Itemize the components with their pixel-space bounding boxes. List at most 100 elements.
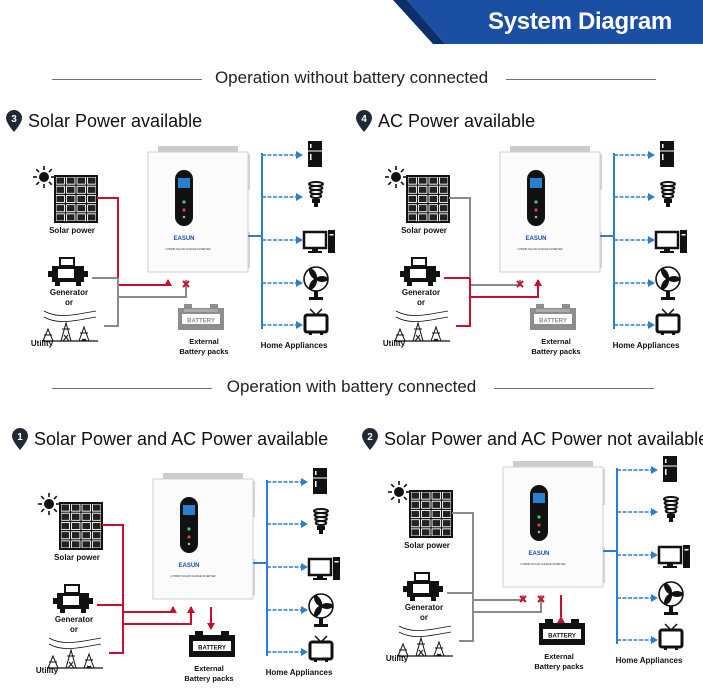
arrow-head: [296, 151, 303, 159]
or-label: or: [65, 298, 73, 307]
or-label: or: [420, 613, 428, 622]
arrow-head: [648, 321, 655, 329]
light-bulb-icon: [663, 496, 679, 522]
scenario-title-1: 1 Solar Power and AC Power available: [12, 426, 328, 452]
banner-shape: [393, 0, 703, 44]
arrow-head: [301, 478, 308, 486]
light-bulb-icon: [308, 181, 324, 207]
ac-flow-line: [109, 607, 192, 654]
battery-caption-1: External: [544, 652, 574, 661]
ac-flow-line: [459, 595, 542, 642]
diagram-canvas: Solar powerGeneratororUtilityEASUNHYBRID…: [383, 141, 687, 356]
battery-label: BATTERY: [187, 319, 215, 325]
scenario-label: Solar Power available: [28, 110, 203, 131]
diagram-canvas: Solar powerGeneratororUtilityEASUNHYBRID…: [386, 456, 690, 671]
home-appliances-label: Home Appliances: [613, 341, 680, 350]
battery-caption-1: External: [189, 337, 219, 346]
arrow-head: [296, 321, 303, 329]
arrow-head: [301, 648, 308, 656]
utility-grid-icon: [394, 310, 450, 342]
inverter-brand: EASUN: [528, 551, 549, 557]
arrow-head: [534, 279, 542, 286]
battery-label: BATTERY: [198, 646, 226, 652]
section-heading-text: Operation with battery connected: [226, 377, 477, 396]
arrow-head: [169, 606, 177, 613]
refrigerator-icon: [313, 468, 327, 494]
battery-label: BATTERY: [539, 319, 567, 325]
solar-panel-icon: [54, 175, 98, 223]
generator-icon: [400, 257, 440, 286]
sun-icon: [38, 493, 60, 515]
utility-grid-icon: [42, 310, 98, 342]
battery-icon: BATTERY: [539, 619, 585, 645]
refrigerator-icon: [663, 456, 677, 482]
battery-icon: BATTERY: [530, 304, 576, 330]
generator-label: Generator: [405, 603, 443, 612]
scenario-label: Solar Power and AC Power not available: [384, 428, 703, 449]
section-heading-no-battery: Operation without battery connected: [0, 67, 703, 91]
light-bulb-icon: [313, 508, 329, 534]
television-icon: [303, 308, 329, 335]
fan-icon: [655, 266, 681, 300]
solar-panel-icon: [406, 175, 450, 223]
battery-caption-1: External: [541, 337, 571, 346]
arrow-head: [164, 279, 172, 286]
divider-left: [52, 388, 212, 389]
arrow-head: [651, 466, 658, 474]
arrow-head: [187, 606, 195, 613]
generator-label: Generator: [402, 288, 440, 297]
battery-icon: BATTERY: [178, 304, 224, 330]
arrow-head: [651, 551, 658, 559]
section-heading-with-battery: Operation with battery connected: [0, 376, 703, 400]
home-appliances-label: Home Appliances: [266, 668, 333, 677]
battery-caption-2: Battery packs: [534, 662, 583, 671]
computer-icon: [654, 230, 687, 253]
cross-icon: [182, 280, 190, 288]
sun-icon: [33, 166, 55, 188]
utility-label: Utility: [386, 654, 409, 663]
light-bulb-icon: [660, 181, 676, 207]
utility-label: Utility: [36, 666, 59, 675]
inverter-model: HYBRID SOLAR CHARGE INVERTER: [521, 562, 566, 566]
utility-grid-icon: [47, 637, 103, 669]
arrow-head: [651, 508, 658, 516]
page-title: System Diagram: [488, 8, 672, 35]
scenario-title-3: 3 Solar Power available: [6, 108, 202, 134]
arrow-head: [207, 623, 215, 630]
refrigerator-icon: [660, 141, 674, 167]
utility-grid-icon: [397, 625, 453, 657]
fan-icon: [308, 593, 334, 627]
scenario-title-4: 4 AC Power available: [356, 108, 535, 134]
battery-caption-2: Battery packs: [179, 347, 228, 356]
arrow-head: [296, 236, 303, 244]
number-marker-icon: 2: [362, 428, 378, 450]
marker-number: 1: [17, 432, 23, 443]
arrow-head: [296, 193, 303, 201]
solar-power-label: Solar power: [54, 553, 100, 562]
generator-icon: [403, 572, 443, 601]
generator-icon: [48, 257, 88, 286]
ac-flow-line: [456, 280, 539, 327]
marker-number: 4: [361, 114, 367, 125]
marker-number: 2: [367, 432, 373, 443]
arrow-head: [557, 616, 565, 623]
arrow-head: [301, 606, 308, 614]
battery-caption-2: Battery packs: [531, 347, 580, 356]
inverter-model: HYBRID SOLAR CHARGE INVERTER: [518, 247, 563, 251]
inverter-model: HYBRID SOLAR CHARGE INVERTER: [171, 574, 216, 578]
utility-label: Utility: [383, 339, 406, 348]
inverter-brand: EASUN: [173, 236, 194, 242]
cross-icon: [537, 595, 545, 603]
solar-power-label: Solar power: [49, 226, 95, 235]
arrow-head: [648, 279, 655, 287]
fan-icon: [658, 581, 684, 615]
utility-label: Utility: [31, 339, 54, 348]
television-icon: [655, 308, 681, 335]
marker-number: 3: [11, 114, 17, 125]
generator-label: Generator: [50, 288, 88, 297]
arrow-head: [648, 193, 655, 201]
